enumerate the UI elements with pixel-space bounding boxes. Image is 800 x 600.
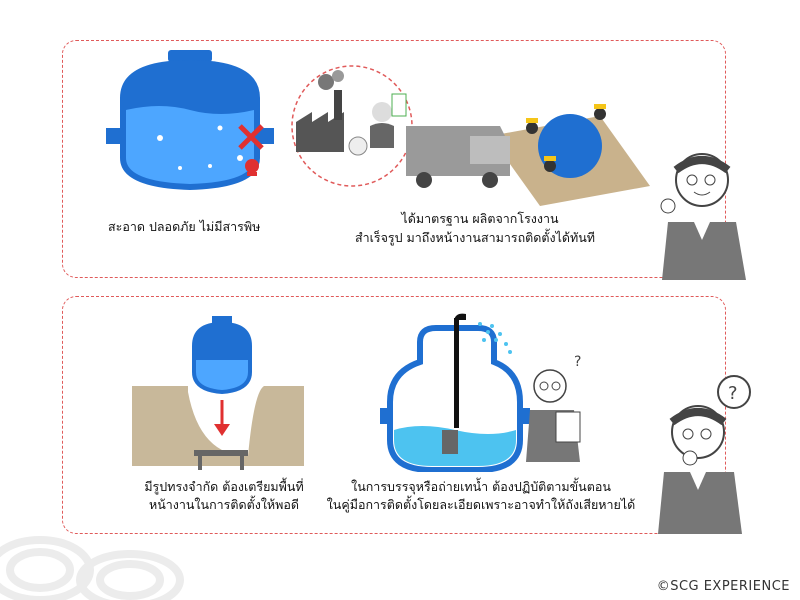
caption-limited-shape-line2: หน้างานในการติดตั้งให้พอดี bbox=[148, 497, 300, 512]
caption-standard-line1: ได้มาตรฐาน ผลิตจากโรงงาน bbox=[401, 211, 559, 226]
delivery-truck-illustration bbox=[406, 104, 650, 206]
caption-clean-safe: สะอาด ปลอดภัย ไม่มีสารพิษ bbox=[108, 219, 261, 234]
background-rings-decoration bbox=[0, 536, 184, 600]
bottom-panel bbox=[62, 296, 726, 534]
caption-standard-line2: สำเร็จรูป มาถึงหน้างานสามารถติดตั้งได้ทั… bbox=[354, 230, 596, 245]
tank-excavation-illustration bbox=[132, 316, 304, 470]
worker-reading-manual-illustration: ? bbox=[526, 354, 581, 462]
presenter-character-illustration bbox=[660, 153, 746, 280]
top-panel bbox=[62, 40, 726, 278]
clean-tank-illustration bbox=[106, 50, 274, 190]
factory-illustration bbox=[291, 65, 413, 187]
toxic-skull-icon bbox=[245, 159, 259, 176]
caption-limited-shape-line1: มีรูปทรงจำกัด ต้องเตรียมพื้นที่ bbox=[144, 479, 304, 494]
svg-text:?: ? bbox=[574, 354, 581, 370]
caption-filling-line2: ในคู่มือการติดตั้งโดยละเอียดเพราะอาจทำให… bbox=[326, 497, 636, 512]
copyright-footer: ©SCG EXPERIENCE bbox=[656, 579, 790, 594]
svg-text:?: ? bbox=[728, 383, 738, 404]
tank-filling-illustration bbox=[380, 313, 530, 472]
caption-filling-line1: ในการบรรจุหรือถ่ายเทน้ำ ต้องปฏิบัติตามขั… bbox=[351, 479, 611, 494]
questioning-character-illustration: ? bbox=[658, 375, 751, 534]
